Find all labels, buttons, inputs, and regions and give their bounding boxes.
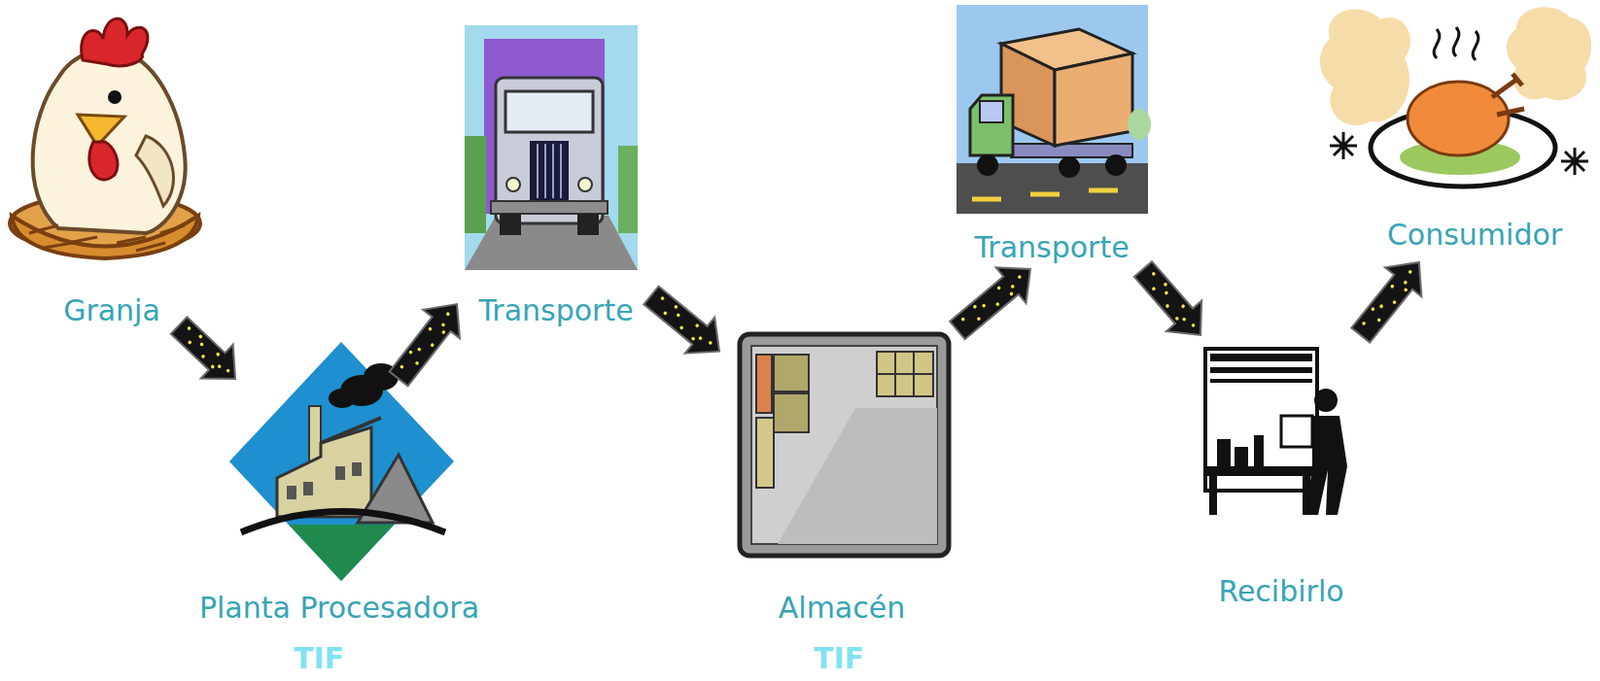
receiving-icon [1203, 348, 1348, 516]
arrow-star [415, 360, 420, 366]
star-arrow [380, 289, 476, 393]
stage-label: Granja [0, 293, 355, 329]
arrow-star [1008, 291, 1014, 297]
arrow-star [1402, 279, 1408, 285]
arrow-star [209, 364, 215, 370]
arrow-star [1390, 283, 1395, 289]
arrow-star [1379, 304, 1385, 310]
stage-node: Granja [9, 4, 214, 326]
warehouse-icon [739, 334, 949, 557]
star-arrow [941, 251, 1045, 349]
chicken-icon [9, 18, 201, 259]
arrow-star [417, 347, 422, 352]
arrow-star [1009, 283, 1015, 289]
arrow-star [695, 323, 700, 329]
arrow-body [941, 251, 1045, 349]
factory-icon [229, 342, 454, 582]
arrow-star [1190, 322, 1196, 328]
stage-node: Transporte [952, 1, 1157, 270]
arrow-body [163, 309, 252, 397]
arrow-star [1403, 287, 1409, 293]
arrow-star [707, 340, 713, 346]
certification-label: TIF [595, 641, 1082, 677]
stage-label: Transporte [808, 230, 1295, 266]
arrow-star [200, 353, 206, 359]
arrow-star [1016, 275, 1022, 280]
arrow-star [199, 342, 205, 348]
stage-node: Recibirlo [1190, 335, 1376, 618]
arrow-star [1181, 304, 1186, 310]
arrow-star [1162, 281, 1168, 287]
arrow-star [429, 343, 435, 348]
arrow-star [399, 364, 405, 370]
star-arrow [163, 309, 252, 397]
arrow-star [1163, 290, 1169, 296]
arrow-star [691, 336, 696, 342]
arrow-body [1125, 253, 1218, 350]
arrow-star [186, 325, 192, 331]
roast-chicken-icon [1320, 6, 1592, 187]
stage-label: Recibirlo [1038, 574, 1525, 610]
star-arrow [1125, 253, 1218, 350]
arrow-star [679, 325, 685, 331]
stage-node: Planta ProcesadoraTIF [174, 379, 511, 681]
arrow-star [972, 304, 977, 310]
arrow-star [225, 368, 231, 374]
star-arrow [636, 277, 735, 370]
arrow-star [427, 326, 433, 332]
stage-label: Almacén [598, 591, 1085, 627]
arrow-star [1376, 317, 1382, 323]
arrow-star [995, 302, 1001, 308]
arrow-star [981, 303, 987, 309]
stage-node: AlmacénTIF [719, 330, 973, 681]
arrow-star [996, 285, 1002, 291]
stage-node: Consumidor [1331, 4, 1595, 263]
arrow-body [636, 277, 735, 370]
arrow-star [215, 351, 221, 357]
arrow-star [697, 336, 703, 342]
delivery-truck-icon [956, 4, 1151, 214]
stage-label: Consumidor [1231, 217, 1600, 253]
truck-front-icon [464, 25, 638, 271]
arrow-star [1407, 269, 1413, 275]
stage-label: Planta Procesadora [96, 591, 583, 627]
arrow-star [1370, 307, 1376, 313]
star-arrow [1342, 247, 1438, 350]
arrow-star [1150, 271, 1156, 277]
stage-node: Transporte [456, 19, 652, 331]
arrow-star [960, 316, 966, 322]
arrow-star [216, 364, 222, 370]
certification-label: TIF [75, 641, 562, 677]
arrow-star [673, 304, 679, 310]
arrow-star [1174, 315, 1180, 321]
arrow-body [1342, 247, 1438, 350]
arrow-star [660, 296, 665, 302]
arrow-star [441, 329, 447, 335]
arrow-star [662, 311, 668, 316]
arrow-star [1150, 286, 1156, 292]
arrow-star [445, 312, 451, 317]
arrow-star [1391, 300, 1397, 306]
arrow-star [440, 322, 446, 328]
arrow-star [1164, 303, 1170, 309]
stage-label: Transporte [313, 293, 800, 329]
arrow-star [1182, 316, 1187, 322]
arrow-star [187, 340, 193, 346]
arrow-star [198, 334, 204, 340]
arrow-star [675, 313, 681, 318]
arrow-star [408, 349, 414, 355]
arrow-body [380, 289, 476, 393]
arrow-star [1361, 320, 1367, 326]
arrow-star [975, 316, 981, 322]
